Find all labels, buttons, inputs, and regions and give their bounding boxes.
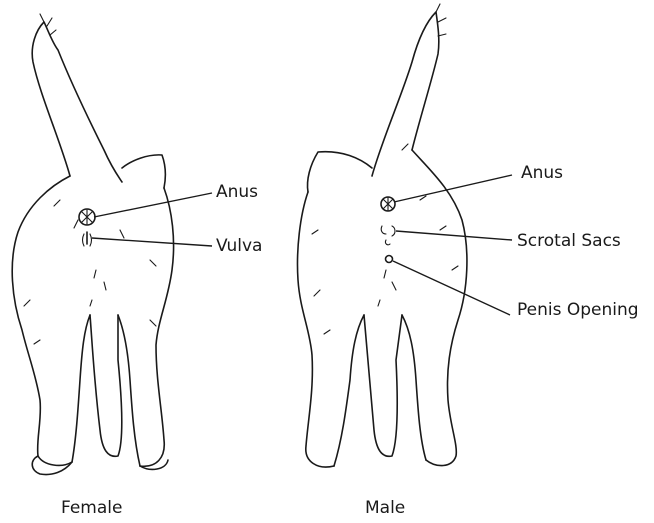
female-caption: Female [61, 500, 122, 517]
female-kitten-drawing [12, 14, 173, 475]
male-scrotal-sacs-label: Scrotal Sacs [517, 233, 621, 250]
male-anus-leader [394, 175, 512, 202]
male-penis-opening-label: Penis Opening [517, 302, 639, 319]
female-vulva-leader [92, 238, 212, 246]
male-penis-leader [393, 261, 510, 315]
male-kitten-drawing [297, 4, 466, 467]
male-caption: Male [365, 500, 405, 517]
male-anus-label: Anus [521, 165, 563, 182]
female-anus-label: Anus [216, 184, 258, 201]
male-scrotal-leader [396, 231, 512, 240]
female-anus-leader [94, 193, 212, 217]
female-vulva-label: Vulva [216, 238, 262, 255]
